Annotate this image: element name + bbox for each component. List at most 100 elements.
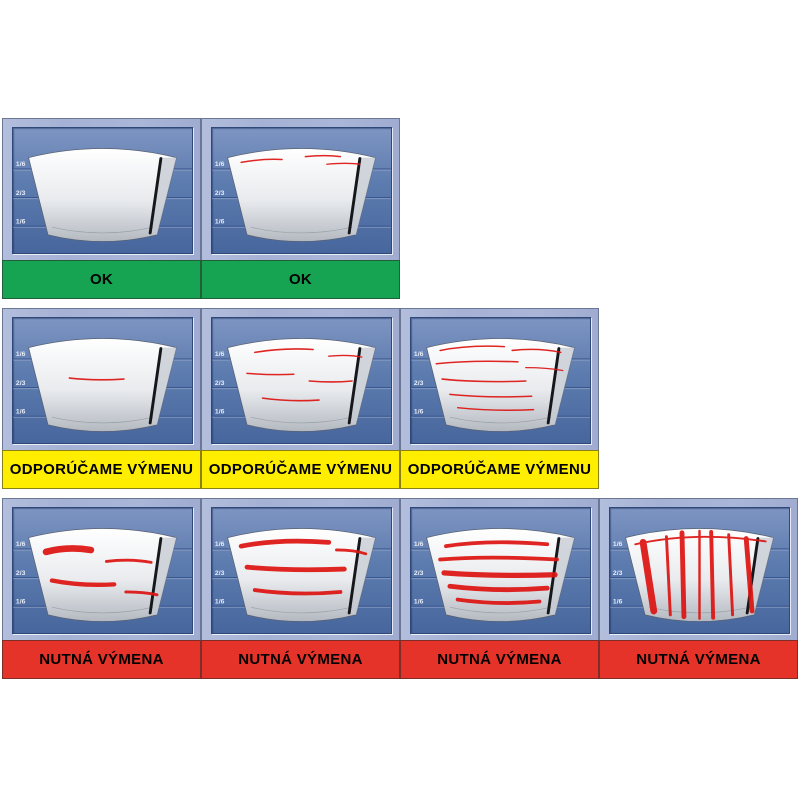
zone-label: 1/6 — [16, 541, 26, 548]
wiper-condition-cell: 1/6 2/3 1/6 OK — [201, 118, 400, 299]
wear-streak — [727, 533, 735, 617]
wear-streak — [455, 597, 542, 605]
wear-streaks — [238, 538, 368, 596]
wear-streak — [124, 590, 159, 597]
zone-label: 2/3 — [215, 570, 225, 577]
wiper-condition-cell: 1/6 2/3 1/6 ODPORÚČAME VÝMENU — [201, 308, 400, 489]
wear-streak — [441, 378, 527, 383]
zone-label: 1/6 — [215, 351, 225, 358]
zone-label: 1/6 — [414, 541, 424, 548]
wiper-blade — [347, 157, 362, 235]
windshield-graphic: 1/6 2/3 1/6 — [212, 338, 391, 432]
wear-streaks — [246, 348, 363, 402]
windshield-panel-inner: 1/6 2/3 1/6 — [410, 317, 591, 444]
wear-streak — [435, 360, 519, 365]
zone-label: 1/6 — [16, 351, 26, 358]
chart-row: 1/6 2/3 1/6 ODPORÚČAME VÝMENU — [2, 308, 798, 489]
status-label: ODPORÚČAME VÝMENU — [2, 450, 201, 489]
zone-label: 1/6 — [215, 541, 225, 548]
wear-streak — [308, 380, 353, 383]
windshield-panel-inner: 1/6 2/3 1/6 — [211, 507, 392, 634]
windshield-graphic: 1/6 2/3 1/6 — [13, 148, 192, 242]
wiper-swept-area — [28, 148, 177, 242]
chart-row: 1/6 2/3 1/6 OK — [2, 118, 798, 299]
reflection-arc — [449, 416, 552, 424]
wear-streak — [743, 536, 755, 614]
status-label: NUTNÁ VÝMENA — [201, 640, 400, 679]
wear-streaks — [435, 345, 564, 411]
wear-streak — [444, 540, 550, 549]
windshield-panel: 1/6 2/3 1/6 — [2, 498, 201, 640]
wear-streak — [246, 372, 295, 376]
zone-label: 1/6 — [16, 161, 26, 168]
wear-streak — [254, 348, 314, 354]
zone-label: 1/6 — [414, 598, 424, 605]
unswept-wedge — [150, 347, 177, 425]
unswept-wedge — [150, 157, 177, 235]
zone-label: 1/6 — [215, 218, 225, 225]
wiper-wear-chart: 1/6 2/3 1/6 OK — [2, 118, 798, 688]
status-label: NUTNÁ VÝMENA — [2, 640, 201, 679]
windshield-graphic: 1/6 2/3 1/6 — [13, 338, 192, 432]
windshield-panel-inner: 1/6 2/3 1/6 — [12, 317, 193, 444]
wear-streak — [328, 354, 363, 358]
wear-streak — [525, 366, 564, 372]
wear-streak — [679, 530, 687, 620]
wear-streak — [104, 558, 153, 564]
zone-label: 1/6 — [16, 598, 26, 605]
zone-label: 2/3 — [215, 380, 225, 387]
windshield-panel: 1/6 2/3 1/6 — [2, 118, 201, 260]
wiper-swept-area — [227, 148, 376, 242]
zone-label: 2/3 — [613, 570, 623, 577]
reflection-arc — [449, 606, 552, 614]
zone-label: 1/6 — [613, 541, 623, 548]
windshield-panel-inner: 1/6 2/3 1/6 — [410, 507, 591, 634]
wear-streaks — [240, 154, 361, 165]
windshield-graphic: 1/6 2/3 1/6 — [13, 528, 192, 622]
wear-streak — [447, 583, 550, 593]
wiper-blade — [148, 157, 163, 235]
zone-label: 1/6 — [414, 351, 424, 358]
windshield-panel: 1/6 2/3 1/6 — [201, 308, 400, 450]
wiper-blade — [546, 347, 561, 425]
wiper-blade — [148, 347, 163, 425]
chart-row: 1/6 2/3 1/6 NUTNÁ VÝMENA — [2, 498, 798, 679]
windshield-graphic: 1/6 2/3 1/6 — [610, 528, 789, 622]
status-label: NUTNÁ VÝMENA — [599, 640, 798, 679]
reflection-arc — [250, 606, 353, 614]
windshield-graphic: 1/6 2/3 1/6 — [212, 148, 391, 242]
wear-streak — [49, 578, 117, 587]
reflection-arc — [250, 226, 353, 234]
wear-streak — [664, 535, 672, 617]
wiper-condition-cell: 1/6 2/3 1/6 OK — [2, 118, 201, 299]
windshield-panel: 1/6 2/3 1/6 — [201, 118, 400, 260]
wiper-condition-cell: 1/6 2/3 1/6 NUTNÁ VÝMENA — [599, 498, 798, 679]
zone-label: 2/3 — [16, 190, 26, 197]
unswept-wedge — [349, 347, 376, 425]
wiper-condition-cell: 1/6 2/3 1/6 NUTNÁ VÝMENA — [201, 498, 400, 679]
wear-streaks — [438, 540, 559, 605]
windshield-panel: 1/6 2/3 1/6 — [2, 308, 201, 450]
wiper-swept-area — [227, 338, 376, 432]
windshield-graphic: 1/6 2/3 1/6 — [411, 528, 590, 622]
unswept-wedge — [349, 537, 376, 615]
wear-streak — [511, 348, 562, 354]
zone-label: 1/6 — [414, 408, 424, 415]
wear-streaks — [634, 529, 767, 620]
windshield-panel: 1/6 2/3 1/6 — [400, 498, 599, 640]
zone-label: 2/3 — [16, 570, 26, 577]
unswept-wedge — [747, 537, 774, 615]
unswept-wedge — [349, 157, 376, 235]
wear-streak — [439, 345, 506, 352]
wiper-swept-area — [28, 338, 177, 432]
wear-streak — [252, 588, 343, 596]
wear-streaks — [68, 377, 125, 381]
wear-streak — [449, 393, 533, 398]
windshield-panel-inner: 1/6 2/3 1/6 — [609, 507, 790, 634]
status-label: OK — [2, 260, 201, 299]
wiper-blade — [148, 537, 163, 615]
wear-streak — [68, 377, 125, 381]
reflection-arc — [51, 416, 154, 424]
windshield-panel: 1/6 2/3 1/6 — [400, 308, 599, 450]
status-label: NUTNÁ VÝMENA — [400, 640, 599, 679]
